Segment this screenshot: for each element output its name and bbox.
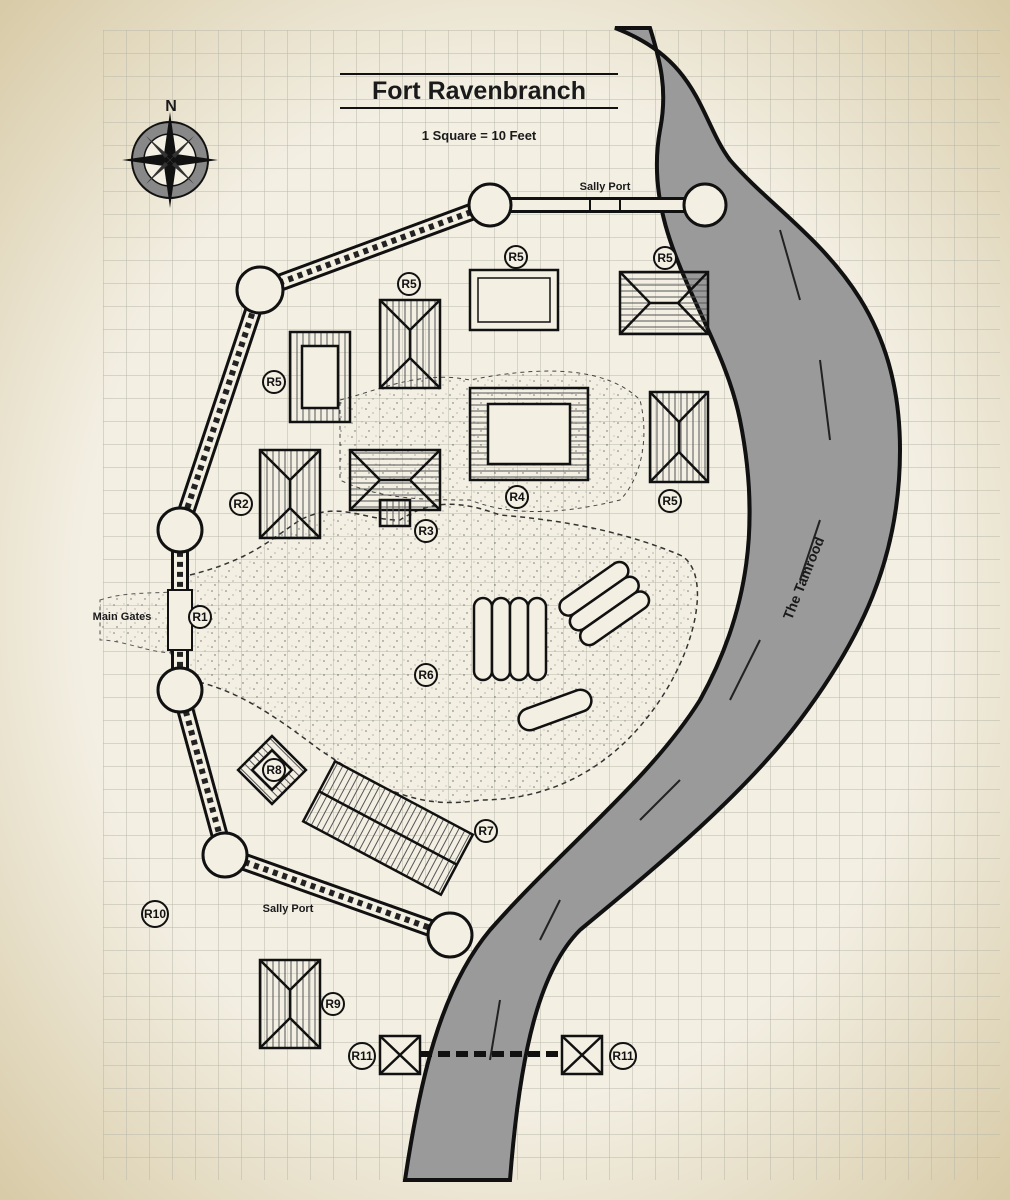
room-tag-r5: R5 [662, 494, 678, 508]
north-sally-port [589, 198, 621, 212]
room-tag-r9: R9 [325, 997, 341, 1011]
room-tag-r5: R5 [508, 250, 524, 264]
room-tag-r11: R11 [351, 1049, 373, 1063]
room-tag-r8: R8 [266, 763, 282, 777]
compass-north-label: N [165, 98, 177, 115]
scale-label: 1 Square = 10 Feet [422, 128, 537, 143]
river-current-lines [489, 229, 831, 1061]
south-sally-port-label: Sally Port [263, 903, 314, 915]
room-tag-r5: R5 [401, 277, 417, 291]
map-title: Fort Ravenbranch [372, 77, 586, 105]
room-tag-r2: R2 [233, 497, 249, 511]
room-tag-r11: R11 [612, 1049, 634, 1063]
log-piles [472, 560, 651, 732]
room-tag-r10: R10 [144, 907, 166, 921]
room-tag-r5: R5 [657, 251, 673, 265]
room-tag-r5: R5 [266, 375, 282, 389]
room-tags [141, 245, 682, 1070]
room-tag-r1: R1 [192, 610, 208, 624]
room-tag-r3: R3 [418, 524, 434, 538]
building-r5-north [468, 268, 560, 332]
room-tag-r4: R4 [509, 490, 525, 504]
wall-towers [156, 182, 728, 959]
main-gates [167, 589, 193, 651]
room-tag-r7: R7 [478, 824, 494, 838]
river [402, 26, 903, 1182]
room-tag-r6: R6 [418, 668, 434, 682]
compass-rose-icon [122, 112, 218, 208]
courtyard [166, 503, 699, 804]
building-r7 [301, 759, 475, 897]
main-gates-label: Main Gates [93, 611, 152, 623]
north-sally-port-label: Sally Port [580, 181, 631, 193]
bridge [378, 1034, 604, 1076]
